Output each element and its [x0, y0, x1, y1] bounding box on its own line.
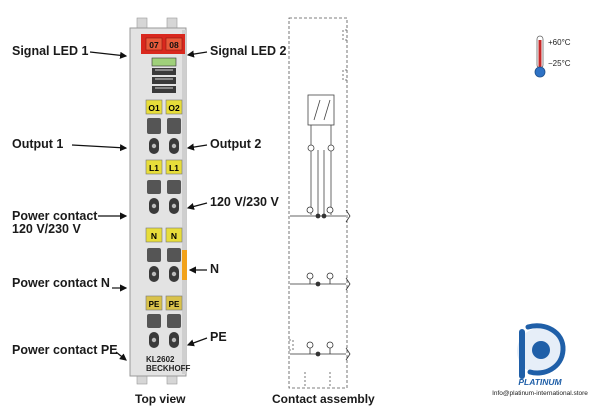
leader-output-1 — [71, 144, 128, 152]
bus-row-1 — [290, 206, 351, 223]
row-o1-text: O1 — [148, 103, 160, 113]
thermometer-icon — [534, 35, 546, 78]
logo-email-text: Info@platinum-international.store — [492, 390, 588, 397]
indicator-stack — [151, 57, 177, 93]
logo-brand-text: PLATINUM — [518, 377, 562, 387]
terminal-block: 07 08 O1 O2 L1 L1 N N — [129, 17, 191, 385]
row-label-l: L1 L1 — [145, 159, 183, 175]
bus-row-3 — [290, 341, 351, 361]
n-label: N — [210, 262, 220, 276]
row-label-pe: PE PE — [145, 295, 183, 311]
pe-label: PE — [210, 330, 227, 344]
model-text: KL2602 — [146, 355, 175, 364]
power-contact-pe-label: Power contact PE — [12, 343, 118, 357]
row-na-text: N — [151, 231, 157, 241]
temp-min-text: −25°C — [548, 59, 571, 68]
contact-assembly-outline — [288, 17, 348, 389]
row-l1b-text: L1 — [169, 163, 179, 173]
bus-row-2 — [290, 272, 351, 291]
n-marker — [182, 250, 187, 280]
row-pea-text: PE — [149, 300, 160, 309]
voltage-label: 120 V/230 V — [210, 195, 279, 209]
leader-pe — [186, 337, 208, 347]
leader-signal-led-2 — [186, 50, 208, 58]
row-o2-text: O2 — [168, 103, 180, 113]
row-nb-text: N — [171, 231, 177, 241]
power-contact-120-label-line1: Power contact — [12, 209, 98, 223]
output-1-label: Output 1 — [12, 137, 64, 151]
right-leader-lines — [186, 50, 208, 347]
led-08 — [165, 37, 183, 51]
row-label-n: N N — [145, 227, 183, 243]
led-07-text: 07 — [149, 40, 159, 50]
output-2-label: Output 2 — [210, 137, 262, 151]
contact-assembly — [288, 17, 351, 389]
row-label-o: O1 O2 — [145, 99, 183, 115]
led-07 — [145, 37, 163, 51]
leader-output-2 — [186, 143, 208, 151]
power-contact-n-label: Power contact N — [12, 276, 110, 290]
spring-terminals — [147, 118, 181, 348]
left-leader-lines — [71, 51, 128, 361]
row-l1a-text: L1 — [149, 163, 159, 173]
leader-signal-led-1 — [89, 51, 128, 59]
brand-text: BECKHOFF — [146, 364, 191, 373]
relay-box — [307, 94, 335, 126]
signal-led-2-label: Signal LED 2 — [210, 44, 287, 58]
led-08-text: 08 — [169, 40, 179, 50]
temp-max-text: +60°C — [548, 38, 571, 47]
signal-led-1-label: Signal LED 1 — [12, 44, 89, 58]
leader-power-contact-pe — [115, 351, 127, 361]
row-peb-text: PE — [169, 300, 180, 309]
leader-voltage — [186, 202, 208, 210]
platinum-logo-icon — [517, 323, 566, 379]
power-contact-120-label-line2: 120 V/230 V — [12, 222, 81, 236]
